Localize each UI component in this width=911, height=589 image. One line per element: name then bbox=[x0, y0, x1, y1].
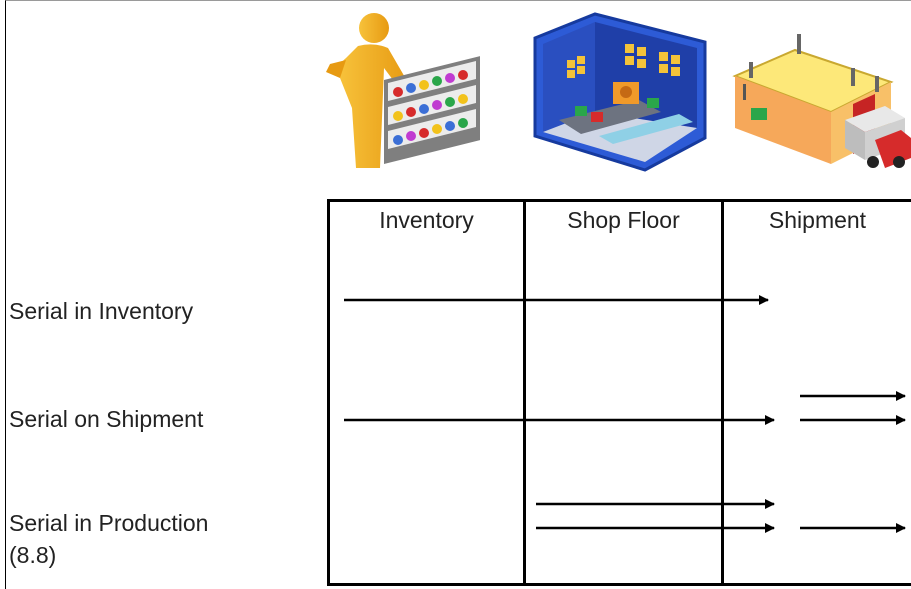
warehouse-truck-icon bbox=[725, 28, 911, 178]
flow-table bbox=[327, 199, 911, 586]
person-with-shelf-icon bbox=[318, 8, 488, 178]
row-label-serial-on-shipment: Serial on Shipment bbox=[9, 406, 204, 432]
diagram-frame bbox=[5, 0, 911, 589]
column-header-inventory: Inventory bbox=[379, 207, 474, 233]
factory-icon bbox=[529, 8, 707, 178]
column-header-shop-floor: Shop Floor bbox=[567, 207, 680, 233]
column-divider bbox=[523, 199, 526, 586]
row-label-serial-in-production: Serial in Production (8.8) bbox=[9, 510, 209, 568]
row-label-serial-in-inventory: Serial in Inventory bbox=[9, 298, 194, 324]
column-header-shipment: Shipment bbox=[768, 207, 867, 233]
column-divider bbox=[721, 199, 724, 586]
